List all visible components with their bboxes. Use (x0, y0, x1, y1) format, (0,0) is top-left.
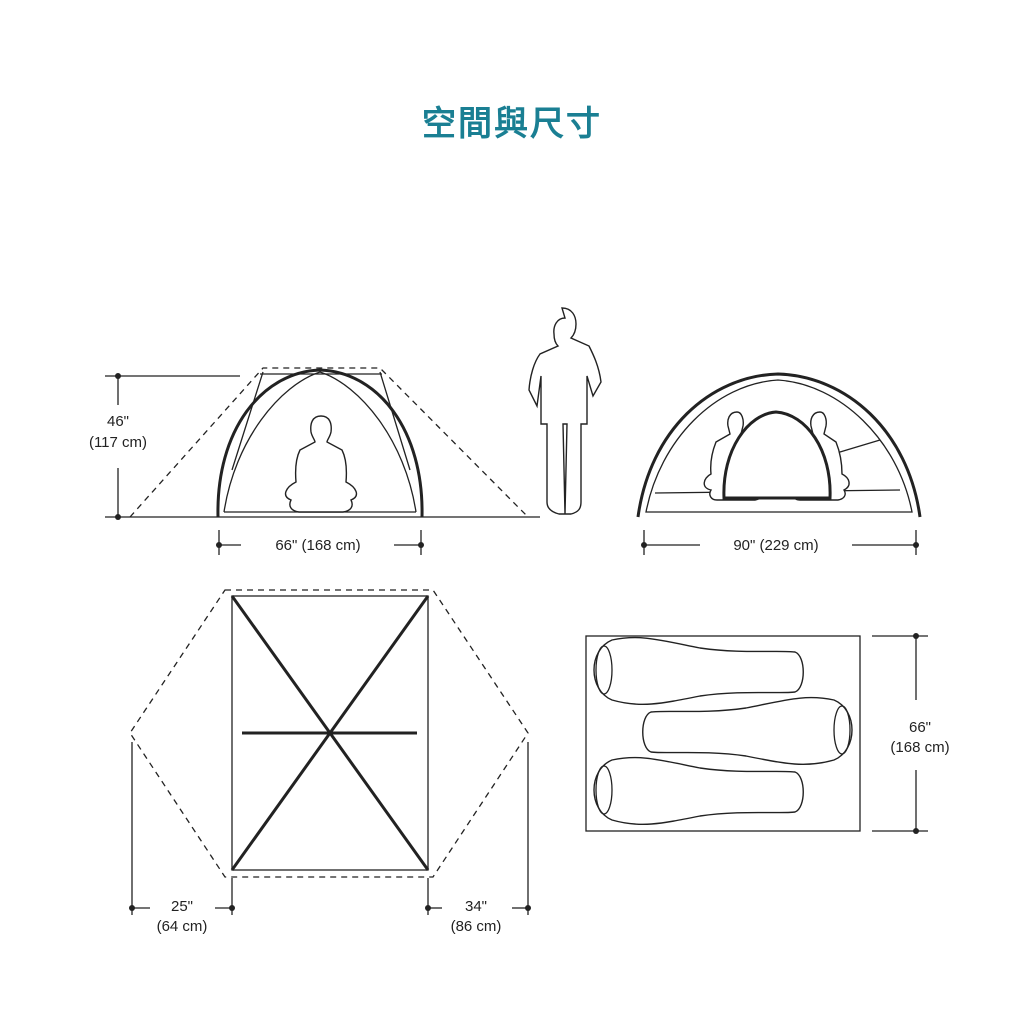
sleeping-bag-icon (593, 636, 804, 706)
floor-plan: 25" (64 cm) 34" (86 cm) (129, 589, 531, 935)
right-vestibule-inches: 34" (465, 898, 487, 915)
rainfly-frame (231, 371, 411, 471)
dim-dot (641, 542, 647, 548)
page-title: 空間與尺寸 (422, 104, 602, 144)
dim-dot (418, 542, 424, 548)
length-label: 90" (229 cm) (733, 537, 818, 554)
seated-person-icon (284, 415, 358, 513)
dim-dot (115, 514, 121, 520)
right-vestibule-cm: (86 cm) (451, 918, 502, 935)
tent-floor-outline (585, 635, 861, 832)
sleeping-bag-icon (593, 756, 804, 826)
standing-person-icon (528, 307, 602, 515)
left-vestibule-cm: (64 cm) (157, 918, 208, 935)
height-inches-label: 46" (107, 413, 129, 430)
rainfly-footprint (129, 589, 529, 878)
dim-dot (216, 542, 222, 548)
width-label: 66" (168 cm) (275, 537, 360, 554)
height-cm-label: (117 cm) (89, 434, 147, 451)
dim-dot (913, 828, 919, 834)
sleeping-bag-icon (642, 696, 853, 766)
tent-floor-outline (231, 595, 429, 871)
side-view: 90" (229 cm) (636, 372, 922, 555)
dim-dot (229, 905, 235, 911)
tent-inner-body (223, 371, 417, 513)
dim-dot (425, 905, 431, 911)
dim-dot (115, 373, 121, 379)
front-view: 46" (117 cm) 66" (168 cm) (89, 367, 540, 555)
rainfly-outline (129, 367, 529, 518)
floor-width-inches: 66" (909, 719, 931, 736)
sleeping-layout: 66" (168 cm) (585, 633, 950, 834)
dim-dot (525, 905, 531, 911)
side-tent-body (645, 379, 913, 513)
floor-width-cm: (168 cm) (890, 739, 949, 756)
sleeping-bag-hood (595, 765, 613, 815)
sleeping-bag-hood (595, 645, 613, 695)
side-pole-arch (636, 372, 922, 518)
left-vestibule-inches: 25" (171, 898, 193, 915)
tent-pole-arch (216, 368, 424, 518)
dim-dot (913, 542, 919, 548)
sleeping-bag-hood (833, 705, 851, 755)
tent-door-opening (722, 410, 832, 500)
dim-dot (129, 905, 135, 911)
dim-dot (913, 633, 919, 639)
